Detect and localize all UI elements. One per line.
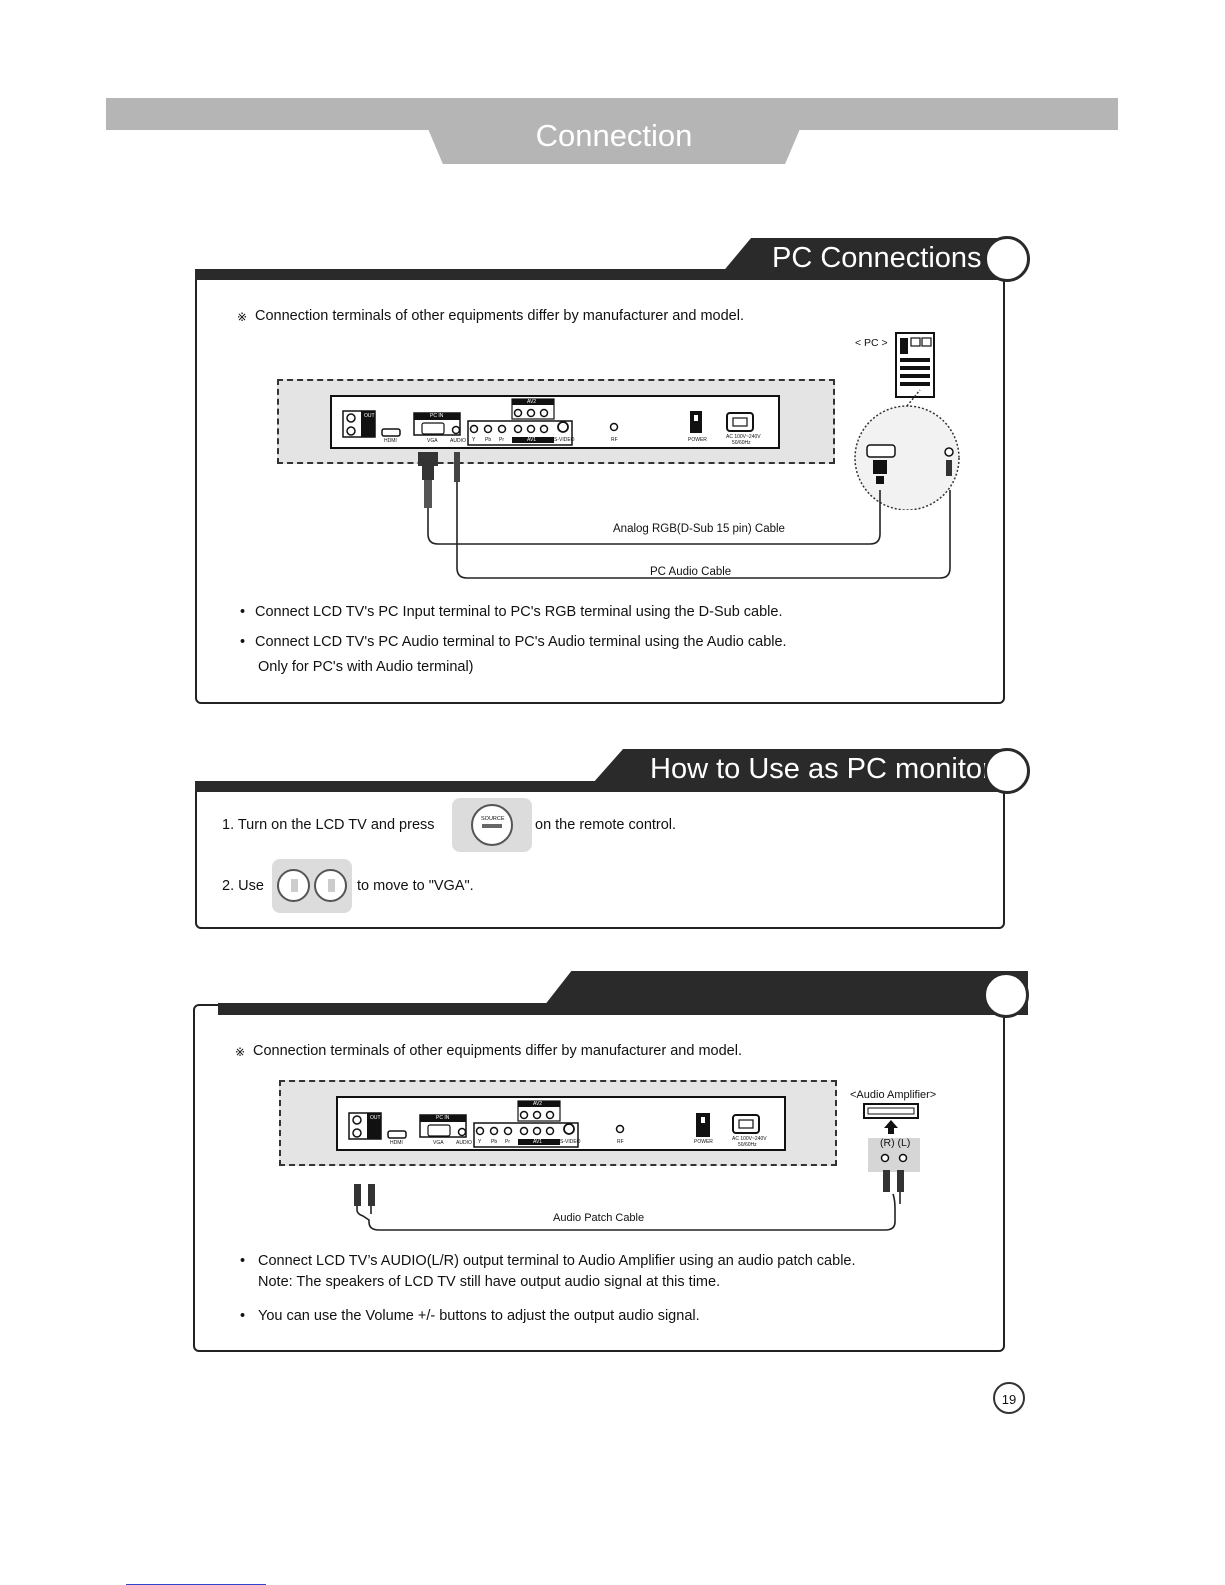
tv-rear-panel-ports xyxy=(348,1100,760,1148)
av1-label: AV1 xyxy=(533,1139,543,1145)
rl-label: (R) (L) xyxy=(880,1137,911,1149)
hdmi-label: HDMI xyxy=(384,438,397,444)
up-arrow-button[interactable] xyxy=(277,869,310,902)
power-label: POWER xyxy=(688,437,707,443)
hdmi-label: HDMI xyxy=(390,1140,403,1146)
source-button[interactable]: SOURCE xyxy=(471,804,513,846)
ac-label: AC 100V~240V xyxy=(726,434,761,440)
page-number: 19 xyxy=(993,1382,1025,1414)
banner-tab xyxy=(415,98,813,164)
note-mark: ※ xyxy=(235,1045,246,1059)
pb-label: Pb xyxy=(491,1139,498,1145)
svideo-label: S-VIDEO xyxy=(560,1139,581,1145)
bullet-dot: • xyxy=(240,1308,246,1324)
out-label: OUT xyxy=(370,1115,381,1121)
pc-connections-header-tab xyxy=(716,238,1008,280)
bullet-dot: • xyxy=(240,1253,246,1269)
section-title: PC Connections xyxy=(772,242,982,274)
pc-cables xyxy=(418,452,951,579)
out-label: OUT xyxy=(364,413,375,419)
section-title: How to Use as PC monitor xyxy=(650,753,992,785)
pc-in-label: PC IN xyxy=(436,1115,450,1121)
rgb-cable-label: Analog RGB(D-Sub 15 pin) Cable xyxy=(613,523,785,535)
pc-connections-header-bar xyxy=(195,269,1005,280)
svideo-label: S-VIDEO xyxy=(554,437,575,443)
ac-label: AC 100V~240V xyxy=(732,1136,767,1142)
down-arrow-icon xyxy=(328,879,335,892)
step-2-text: 2. Use xyxy=(222,878,264,894)
amp-label: <Audio Amplifier> xyxy=(850,1089,937,1101)
source-button-label: SOURCE xyxy=(481,816,505,822)
av2-label: AV2 xyxy=(533,1101,543,1107)
rf-label: RF xyxy=(617,1139,624,1145)
y-label: Y xyxy=(472,437,476,443)
down-arrow-button[interactable] xyxy=(314,869,347,902)
pr-label: Pr xyxy=(505,1139,510,1145)
pc-tower-icon xyxy=(854,332,960,510)
hz-label: 50/60Hz xyxy=(732,440,751,446)
note-text: Connection terminals of other equipments… xyxy=(253,1043,742,1059)
bullet-dot: • xyxy=(240,634,246,650)
vga-label: VGA xyxy=(427,438,438,444)
note-text: Connection terminals of other equipments… xyxy=(255,308,744,324)
tv-rear-panel: OUT HDMI PC IN VGA AUDIO AV2 Y Pb Pr AV1… xyxy=(330,395,780,449)
av2-label: AV2 xyxy=(527,399,537,405)
step-1-suffix: on the remote control. xyxy=(535,817,677,833)
av1-label: AV1 xyxy=(527,437,537,443)
pc-in-label: PC IN xyxy=(430,413,444,419)
bullet-text: You can use the Volume +/- buttons to ad… xyxy=(258,1308,700,1324)
hz-label: 50/60Hz xyxy=(738,1142,757,1148)
patch-cable-label: Audio Patch Cable xyxy=(553,1212,645,1224)
tv-rear-panel: OUT HDMI PC IN VGA AUDIO AV2 Y Pb Pr AV1… xyxy=(336,1096,786,1151)
pc-label: < PC > xyxy=(855,337,888,349)
audio-label: AUDIO xyxy=(450,438,466,444)
pb-label: Pb xyxy=(485,437,492,443)
audio-label: AUDIO xyxy=(456,1140,472,1146)
power-label: POWER xyxy=(694,1139,713,1145)
up-arrow-icon xyxy=(291,879,298,892)
bullet-text: Connect LCD TV's PC Audio terminal to PC… xyxy=(255,634,787,650)
bullet-dot: • xyxy=(240,604,246,620)
bullet-text: Connect LCD TV's PC Input terminal to PC… xyxy=(255,604,783,620)
y-label: Y xyxy=(478,1139,482,1145)
tv-rear-panel-ports xyxy=(342,398,754,446)
vga-label: VGA xyxy=(433,1140,444,1146)
note-mark: ※ xyxy=(237,310,248,324)
audio-cable-label: PC Audio Cable xyxy=(650,566,732,578)
rf-label: RF xyxy=(611,437,618,443)
step-2-suffix: to move to "VGA". xyxy=(357,878,474,894)
bullet-note: Note: The speakers of LCD TV still have … xyxy=(258,1274,721,1290)
audio-amplifier-icon xyxy=(863,1103,920,1172)
pc-monitor-header-tab xyxy=(585,749,1008,792)
pr-label: Pr xyxy=(499,437,504,443)
section-circle xyxy=(983,972,1029,1018)
bullet-text: Connect LCD TV’s AUDIO(L/R) output termi… xyxy=(258,1253,856,1269)
step-1-text: 1. Turn on the LCD TV and press xyxy=(222,817,435,833)
source-button-bar xyxy=(482,824,502,828)
section-circle xyxy=(984,236,1030,282)
bullet-note: Only for PC's with Audio terminal) xyxy=(258,659,474,675)
page-title: Connection xyxy=(535,118,693,153)
audio-patch-cable xyxy=(354,1170,904,1231)
section-circle xyxy=(984,748,1030,794)
audio-out-header-tab xyxy=(537,971,1028,1015)
